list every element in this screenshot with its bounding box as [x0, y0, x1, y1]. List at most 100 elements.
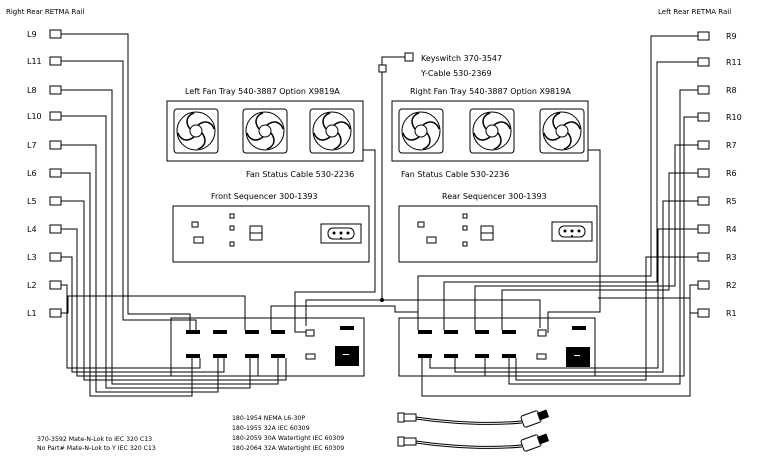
- fan-icon: [539, 108, 585, 154]
- outlet-label-r3: R3: [726, 253, 737, 262]
- outlet-icon: [697, 308, 710, 318]
- indicator-icon: [462, 241, 468, 247]
- outlet-label-r6: R6: [726, 169, 737, 178]
- y-cord-icon: [397, 433, 550, 452]
- outlet-label-l4: L4: [27, 225, 37, 234]
- outlet-icon: [49, 85, 62, 95]
- outlet-icon: [697, 252, 710, 262]
- outlet-icon: [697, 168, 710, 178]
- outlet-icon: [49, 140, 62, 150]
- outlet-icon: [49, 168, 62, 178]
- main-breaker: [335, 346, 359, 366]
- outlet-icon: [697, 196, 710, 206]
- left-fan-status-label: Fan Status Cable 530-2236: [246, 170, 354, 179]
- indicator-icon: [229, 241, 235, 247]
- outlet-icon: [49, 196, 62, 206]
- switch-icon: [193, 236, 204, 244]
- outlet-icon: [49, 280, 62, 290]
- outlet-icon: [49, 29, 62, 39]
- outlet-label-l8: L8: [27, 86, 37, 95]
- front-sequencer: Front Sequencer 300-1393: [172, 192, 370, 263]
- outlet-label-l10: L10: [27, 112, 42, 121]
- straight-cord-icon: [397, 409, 550, 428]
- front-power-unit: [170, 317, 365, 377]
- outlet-icon: [697, 112, 710, 122]
- legend-cable-5: 180-2059 30A Watertight IEC 60309: [232, 435, 344, 442]
- switch-icon: [417, 221, 425, 228]
- outlet-label-l11: L11: [27, 57, 42, 66]
- indicator-icon: [462, 225, 468, 231]
- left-rail-outlets: L9 L11 L8 L10 L7 L6 L5 L4 L3 L2 L1: [27, 29, 62, 318]
- keyswitch-label: Keyswitch 370-3547: [421, 54, 502, 63]
- rear-sequencer-title: Rear Sequencer 300-1393: [442, 192, 547, 201]
- front-power-unit-box: [170, 317, 365, 377]
- legend-cable-2: No Part# Mate-N-Lok to Y IEC 320 C13: [37, 445, 156, 452]
- front-sequencer-title: Front Sequencer 300-1393: [211, 192, 318, 201]
- rear-power-unit-box: [398, 317, 596, 377]
- rear-sequencer: Rear Sequencer 300-1393: [398, 192, 598, 263]
- power-cord-illustrations: [397, 409, 550, 452]
- outlet-label-l6: L6: [27, 169, 37, 178]
- ycable-splitter: [378, 64, 387, 73]
- outlet-icon: [49, 308, 62, 318]
- right-rail-title: Left Rear RETMA Rail: [658, 8, 731, 16]
- outlet-icon: [697, 31, 710, 41]
- outlet-label-r5: R5: [726, 197, 737, 206]
- left-fan-tray-title: Left Fan Tray 540-3887 Option X9819A: [185, 87, 340, 96]
- right-fan-tray-title: Right Fan Tray 540-3887 Option X9819A: [410, 87, 571, 96]
- keyswitch-icon: [404, 52, 414, 62]
- outlet-icon: [697, 57, 710, 67]
- legend-cable-4: 180-1955 32A IEC 60309: [232, 425, 310, 432]
- switch-icon: [191, 221, 199, 228]
- outlet-label-r10: R10: [726, 113, 742, 122]
- outlet-label-l1: L1: [27, 309, 37, 318]
- indicator-icon: [229, 225, 235, 231]
- outlet-icon: [49, 224, 62, 234]
- outlet-label-l9: L9: [27, 30, 37, 39]
- outlet-icon: [697, 280, 710, 290]
- right-rail-outlets: R9 R11 R8 R10 R7 R6 R5 R4 R3 R2 R1: [697, 31, 742, 318]
- switch-icon: [426, 236, 437, 244]
- outlet-icon: [49, 252, 62, 262]
- outlet-icon: [697, 85, 710, 95]
- ycable-label: Y-Cable 530-2369: [420, 69, 492, 78]
- outlet-icon: [49, 111, 62, 121]
- outlet-label-l7: L7: [27, 141, 37, 150]
- right-fan-tray: Right Fan Tray 540-3887 Option X9819A Fa…: [391, 87, 589, 179]
- outlet-label-r9: R9: [726, 32, 737, 41]
- outlet-icon: [697, 140, 710, 150]
- right-fan-status-label: Fan Status Cable 530-2236: [401, 170, 509, 179]
- fan-icon: [309, 108, 355, 154]
- outlet-label-r4: R4: [726, 225, 737, 234]
- outlet-label-r7: R7: [726, 141, 737, 150]
- rear-power-unit: [398, 317, 596, 377]
- fan-icon: [242, 108, 288, 154]
- outlet-label-r2: R2: [726, 281, 737, 290]
- outlet-label-l5: L5: [27, 197, 37, 206]
- outlet-label-l2: L2: [27, 281, 37, 290]
- outlet-label-l3: L3: [27, 253, 37, 262]
- outlet-row-top: [418, 326, 586, 337]
- outlet-row-bottom: [186, 353, 316, 360]
- cable-legend: 370-3592 Mate-N-Lok to IEC 320 C13 No Pa…: [37, 415, 344, 452]
- legend-cable-6: 180-2064 32A Watertight IEC 60309: [232, 445, 344, 452]
- legend-cable-1: 370-3592 Mate-N-Lok to IEC 320 C13: [37, 436, 152, 443]
- fan-icon: [469, 108, 515, 154]
- indicator-icon: [462, 213, 468, 219]
- fan-icon: [173, 108, 219, 154]
- outlet-label-r8: R8: [726, 86, 737, 95]
- legend-cable-3: 180-1954 NEMA L6-30P: [232, 415, 305, 422]
- outlet-label-r1: R1: [726, 309, 737, 318]
- outlet-label-r11: R11: [726, 58, 742, 67]
- left-fan-tray: Left Fan Tray 540-3887 Option X9819A Fan…: [166, 87, 364, 179]
- indicator-icon: [229, 213, 235, 219]
- outlet-icon: [49, 56, 62, 66]
- fan-icon: [398, 108, 444, 154]
- outlet-row-top: [186, 326, 354, 337]
- outlet-icon: [697, 224, 710, 234]
- outlet-row-bottom: [418, 353, 547, 360]
- main-breaker: [566, 347, 590, 367]
- wiring: [61, 33, 698, 397]
